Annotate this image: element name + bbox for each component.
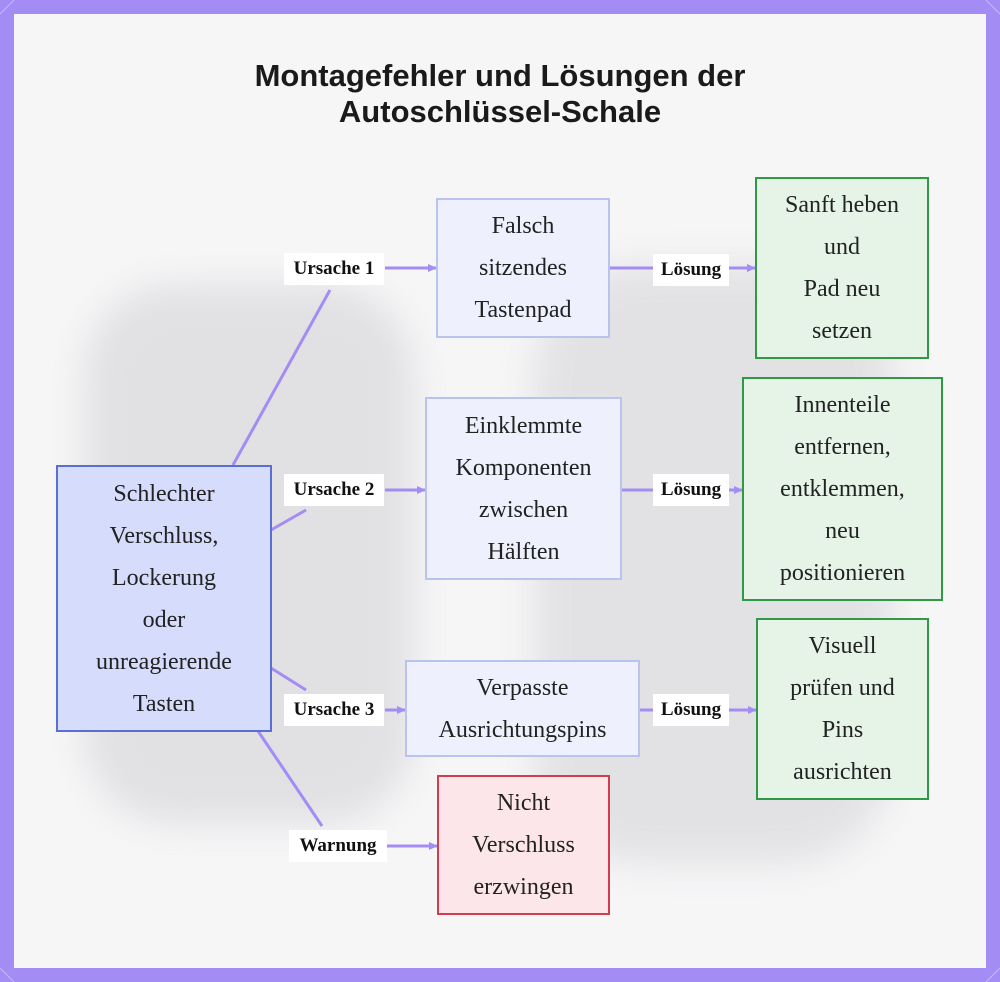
node-solution-2-line: Innenteile (780, 384, 905, 426)
node-cause-3-line: Verpasste (439, 667, 607, 709)
node-warning-line: erzwingen (472, 866, 575, 908)
node-warning-text: Nicht Verschluss erzwingen (472, 782, 575, 908)
edge-label-cause-1: Ursache 1 (284, 253, 384, 285)
edge-root-cause1 (233, 290, 330, 465)
node-root-line: Verschluss, (96, 515, 232, 557)
diagram-title: Montagefehler und Lösungen der Autoschlü… (0, 58, 1000, 130)
node-cause-2-line: Hälften (456, 531, 592, 573)
node-cause-2-line: Komponenten (456, 447, 592, 489)
node-solution-1-line: Pad neu (785, 268, 899, 310)
node-root-line: unreagierende (96, 641, 232, 683)
node-warning-line: Verschluss (472, 824, 575, 866)
node-cause-1-line: Tastenpad (475, 289, 572, 331)
node-solution-1: Sanft heben und Pad neu setzen (755, 177, 929, 359)
node-solution-3-line: Pins (790, 709, 895, 751)
node-solution-2-line: positionieren (780, 552, 905, 594)
node-warning-line: Nicht (472, 782, 575, 824)
node-cause-3: Verpasste Ausrichtungspins (405, 660, 640, 757)
node-root-line: Tasten (96, 683, 232, 725)
node-cause-1-line: sitzendes (475, 247, 572, 289)
node-solution-3: Visuell prüfen und Pins ausrichten (756, 618, 929, 800)
node-solution-1-line: setzen (785, 310, 899, 352)
node-solution-2: Innenteile entfernen, entklemmen, neu po… (742, 377, 943, 601)
node-warning: Nicht Verschluss erzwingen (437, 775, 610, 915)
node-cause-3-text: Verpasste Ausrichtungspins (439, 667, 607, 751)
node-cause-1-line: Falsch (475, 205, 572, 247)
edge-label-solution-1: Lösung (653, 254, 729, 286)
node-solution-3-line: Visuell (790, 625, 895, 667)
edge-label-solution-2: Lösung (653, 474, 729, 506)
node-cause-1: Falsch sitzendes Tastenpad (436, 198, 610, 338)
edge-label-cause-3: Ursache 3 (284, 694, 384, 726)
edge-root-cause2 (271, 510, 306, 530)
edge-root-cause3 (271, 668, 306, 690)
node-cause-2: Einklemmte Komponenten zwischen Hälften (425, 397, 622, 580)
node-solution-2-line: neu (780, 510, 905, 552)
edge-root-warning (258, 731, 322, 826)
node-root-line: Lockerung (96, 557, 232, 599)
node-root-problem: Schlechter Verschluss, Lockerung oder un… (56, 465, 272, 732)
node-root-text: Schlechter Verschluss, Lockerung oder un… (96, 473, 232, 725)
node-solution-3-line: prüfen und (790, 667, 895, 709)
node-cause-2-text: Einklemmte Komponenten zwischen Hälften (456, 405, 592, 573)
node-cause-2-line: zwischen (456, 489, 592, 531)
node-cause-2-line: Einklemmte (456, 405, 592, 447)
node-solution-2-line: entklemmen, (780, 468, 905, 510)
node-solution-3-text: Visuell prüfen und Pins ausrichten (790, 625, 895, 793)
node-cause-1-text: Falsch sitzendes Tastenpad (475, 205, 572, 331)
edge-label-warning: Warnung (289, 830, 387, 862)
node-root-line: Schlechter (96, 473, 232, 515)
node-solution-1-line: Sanft heben (785, 184, 899, 226)
node-solution-1-text: Sanft heben und Pad neu setzen (785, 184, 899, 352)
node-cause-3-line: Ausrichtungspins (439, 709, 607, 751)
node-root-line: oder (96, 599, 232, 641)
node-solution-2-line: entfernen, (780, 426, 905, 468)
title-line-1: Montagefehler und Lösungen der (0, 58, 1000, 94)
node-solution-3-line: ausrichten (790, 751, 895, 793)
edge-label-solution-3: Lösung (653, 694, 729, 726)
node-solution-1-line: und (785, 226, 899, 268)
node-solution-2-text: Innenteile entfernen, entklemmen, neu po… (780, 384, 905, 594)
title-line-2: Autoschlüssel-Schale (0, 94, 1000, 130)
edge-label-cause-2: Ursache 2 (284, 474, 384, 506)
